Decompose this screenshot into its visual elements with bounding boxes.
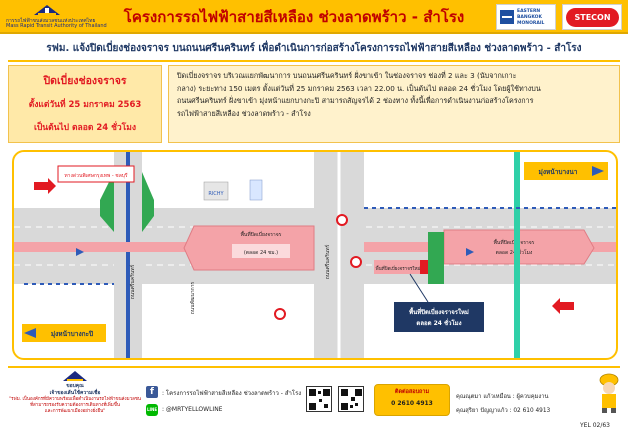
road-label-vertical: ถนนศรีนครินทร์: [129, 264, 136, 299]
description-line-3: ถนนศรีนครินทร์ ฝั่งขาเข้า มุ่งหน้าแยกบาง…: [177, 96, 534, 105]
contact-number[interactable]: 0 2610 4913: [391, 400, 433, 407]
contact-box: ติดต่อสอบถาม 0 2610 4913: [374, 384, 450, 416]
announcement-subtitle: รฟม. แจ้งปิดเบี่ยงช่องจราจร บนถนนศรีนคริ…: [0, 38, 628, 60]
line-qr-code[interactable]: [338, 386, 364, 412]
ebm-line1: EASTERN: [517, 9, 541, 14]
footer-divider: [8, 366, 620, 368]
new-closure-label: พื้นที่ปิดเบี่ยงจราจรใหม่: [409, 306, 469, 316]
description-line-2: กลาง) ระยะทาง 150 เมตร ตั้งแต่วันที่ 25 …: [177, 83, 541, 93]
arrow-icon: [466, 248, 474, 256]
richy-label: RICHY: [208, 191, 224, 197]
new-closure-taper: [374, 260, 420, 274]
closure-duration: เป็นต้นไป ตลอด 24 ชั่วโมง: [33, 123, 137, 133]
facebook-page-link[interactable]: : โครงการรถไฟฟ้าสายสีเหลือง ช่วงลาดพร้าว…: [162, 390, 302, 397]
description-line-1: ปิดเบี่ยงจราจร บริเวณแยกพัฒนาการ บนถนนศร…: [177, 71, 517, 80]
motorway-label: ทางด่วนพิเศษกรุงเทพ - ชลบุรี: [64, 172, 128, 179]
slogan-line-1: "รฟม. เป็นองค์กรที่มีความพร้อมเพื่อดำเนิ…: [9, 397, 141, 402]
mrta-footer-emblem-icon: [63, 371, 87, 381]
arrow-left-icon: [552, 298, 574, 314]
richy-building-icon: [203, 181, 229, 201]
work-zone-strip-left: [14, 242, 314, 252]
ebm-mark-icon: [500, 10, 514, 24]
mrta-name-english: Mass Rapid Transit Authority of Thailand: [6, 23, 107, 29]
expressway-lane: [126, 152, 130, 358]
slogan-name: เจ้าของเส้นใช้ความเชื่อ: [49, 390, 101, 396]
mrta-logo: การรถไฟฟ้าขนส่งมวลชนแห่งประเทศไทย Mass R…: [6, 3, 107, 31]
header-bar: การรถไฟฟ้าขนส่งมวลชนแห่งประเทศไทย Mass R…: [0, 0, 628, 34]
divider: [8, 60, 620, 62]
closure-start-date: ตั้งแต่วันที่ 25 มกราคม 2563: [28, 100, 142, 110]
to-bangkapi-box: [22, 324, 106, 342]
to-bangkapi-label: มุ่งหน้าบางกะปิ: [51, 329, 93, 338]
speed-limit-sign-icon: [274, 308, 286, 320]
slogan-title: ขอบคุณ: [66, 383, 84, 389]
contact-title: ติดต่อสอบถาม: [394, 389, 430, 395]
no-entry-sign-icon: [336, 214, 348, 226]
new-closure-callout: [394, 302, 484, 332]
work-zone-left-label: พื้นที่ปิดเบี่ยงจราจร: [241, 229, 282, 238]
worker-mascot-icon: [599, 373, 619, 413]
arrow-right-icon: [34, 178, 56, 194]
line-app-icon[interactable]: LINE: [146, 404, 158, 416]
facebook-icon[interactable]: f: [146, 386, 158, 398]
station-building-icon: [249, 179, 263, 201]
traffic-map-drawing: พื้นที่ปิดเบี่ยงจราจร (ตลอด 24 ชม.) พื้น…: [14, 152, 616, 358]
ebm-line3: MONORAIL: [517, 21, 545, 26]
to-bangna-box: [524, 162, 608, 180]
ebm-logo: EASTERN BANGKOK MONORAIL: [496, 4, 556, 30]
green-rail-line: [514, 152, 520, 358]
green-island: [142, 172, 154, 232]
callout-line: [409, 273, 429, 303]
footer-slogan: ขอบคุณ เจ้าของเส้นใช้ความเชื่อ "รฟม. เป็…: [8, 383, 142, 415]
road-label-center: ถนนศรีนครินทร์: [324, 244, 331, 279]
closure-heading: ปิดเบี่ยงช่องจราจร: [43, 75, 127, 87]
work-zone-left-time: (ตลอด 24 ชม.): [244, 250, 278, 256]
slogan-line-3: และการพัฒนาเมืองอย่างยั่งยืน": [44, 409, 106, 414]
work-zone-left-label-bg: [232, 244, 290, 258]
description-line-4: รถไฟฟ้าสายสีเหลือง ช่วงลาดพร้าว - สำโรง: [177, 108, 311, 118]
page-title: โครงการรถไฟฟ้าสายสีเหลือง ช่วงลาดพร้าว -…: [123, 8, 465, 26]
contact-person-1: คุณณุตมา แก้วเหมือน : ผู้ควบคุมงาน: [456, 394, 549, 400]
stecon-wordmark: STECON: [566, 8, 619, 27]
arrow-right-icon: [592, 166, 604, 176]
to-bangna-label: มุ่งหน้าบางนา: [539, 167, 578, 176]
mrta-name-thai: การรถไฟฟ้าขนส่งมวลชนแห่งประเทศไทย: [6, 18, 96, 24]
page-code: YEL 02/63: [580, 422, 610, 429]
road-label-left: ถนนพัฒนาการ: [190, 281, 196, 314]
motorway-callout: [57, 165, 135, 183]
green-island: [100, 172, 114, 232]
new-closure-small-label: พื้นที่ปิดเบี่ยงจราจรใหม่: [376, 265, 421, 272]
no-parking-sign-icon: [350, 256, 362, 268]
traffic-map: พื้นที่ปิดเบี่ยงจราจร (ตลอด 24 ชม.) พื้น…: [12, 150, 618, 360]
contact-persons: คุณณุตมา แก้วเหมือน : ผู้ควบคุมงาน คุณสุ…: [456, 390, 550, 418]
facebook-qr-code[interactable]: [306, 386, 332, 412]
new-closure-time: ตลอด 24 ชั่วโมง: [416, 318, 461, 327]
ebm-line2: BANGKOK: [517, 15, 542, 20]
slogan-line-2: ที่สามารถรองรับความต้องการเดินทางที่เพิ่…: [30, 403, 120, 408]
green-station-block: [428, 232, 444, 284]
closure-summary-box: ปิดเบี่ยงช่องจราจร ตั้งแต่วันที่ 25 มกรา…: [8, 65, 162, 143]
line-account-link[interactable]: : @MRTYELLOWLINE: [162, 406, 223, 413]
arrow-icon: [76, 248, 84, 256]
stecon-logo: STECON: [562, 4, 622, 30]
contact-person-2: คุณสุริยา ปัญญาแก้ว : 02 610 4913: [456, 408, 551, 414]
arrow-left-icon: [24, 328, 36, 338]
closure-description-box: ปิดเบี่ยงจราจร บริเวณแยกพัฒนาการ บนถนนศร…: [168, 65, 620, 143]
mrta-emblem-icon: [34, 5, 60, 15]
